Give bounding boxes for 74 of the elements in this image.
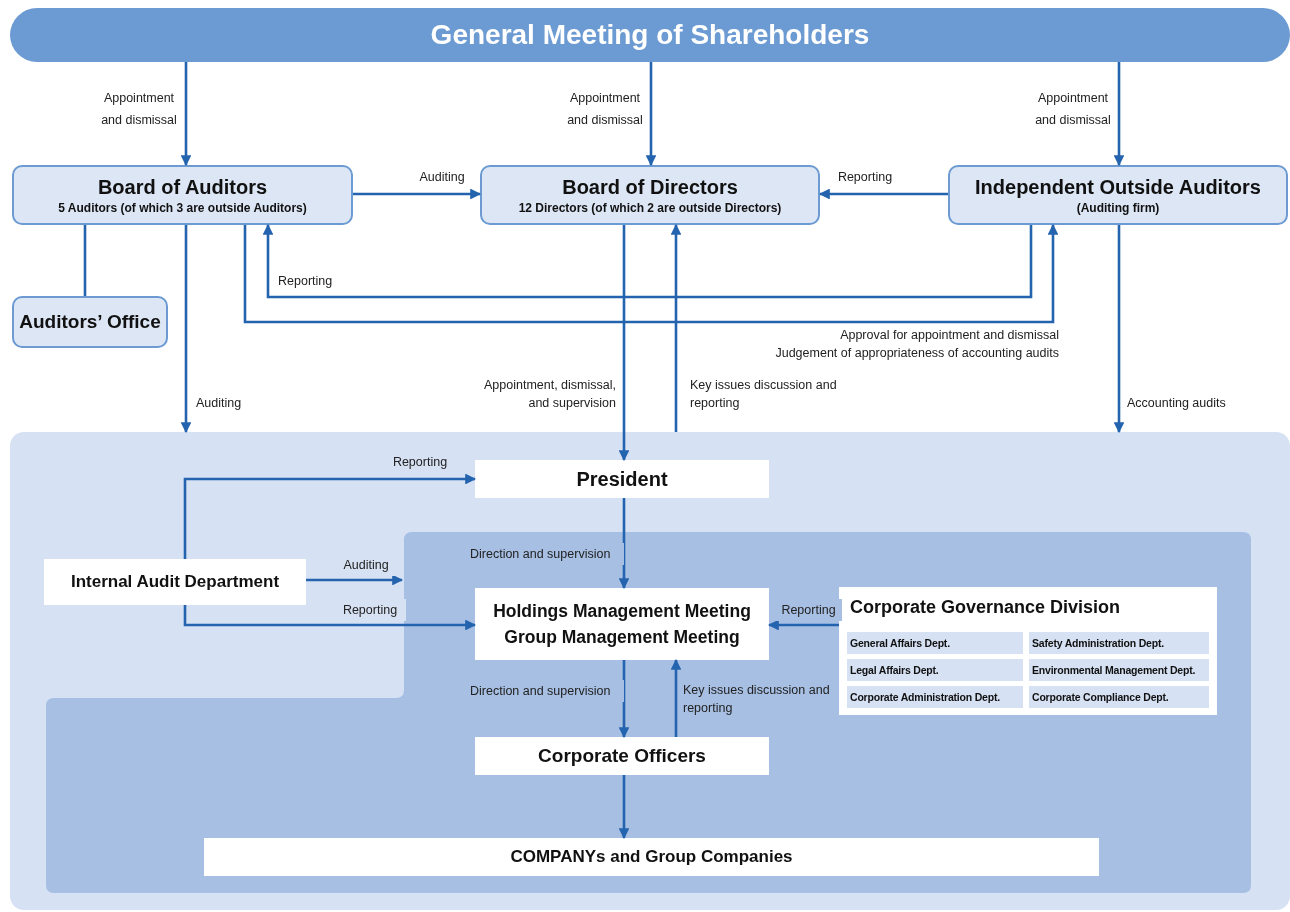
node-title: Corporate Administration Dept. bbox=[850, 691, 1000, 703]
department-tag bbox=[847, 632, 1023, 654]
node-subtitle: (Auditing firm) bbox=[1076, 200, 1160, 215]
edge-label: Auditing bbox=[195, 395, 243, 412]
president-box bbox=[475, 460, 769, 498]
edge-label: Appointment and dismissal bbox=[1034, 90, 1112, 129]
arrow bbox=[183, 473, 477, 559]
node-title: Board of Directors bbox=[562, 175, 738, 199]
node-title: General Meeting of Shareholders bbox=[430, 19, 870, 51]
arrow bbox=[262, 223, 1033, 299]
edge-label: Direction and supervision bbox=[468, 543, 624, 565]
department-box bbox=[44, 559, 306, 605]
node-title: Independent Outside Auditors bbox=[975, 175, 1261, 199]
node-title: Internal Audit Department bbox=[70, 572, 280, 592]
node-title: COMPANYs and Group Companies bbox=[510, 847, 793, 867]
node-title: General Affairs Dept. bbox=[850, 637, 950, 649]
edge-label: Appointment and dismissal bbox=[100, 90, 178, 129]
edge-label: Key issues discussion and reporting bbox=[689, 377, 838, 412]
arrow bbox=[618, 775, 630, 840]
auditor-box bbox=[948, 165, 1288, 225]
arrow bbox=[1113, 225, 1125, 434]
arrow bbox=[183, 605, 477, 631]
node-title: Group Management Meeting bbox=[504, 626, 740, 649]
arrow bbox=[670, 223, 682, 432]
division-box bbox=[839, 587, 1217, 715]
node-title: President bbox=[576, 467, 668, 491]
office-box bbox=[12, 296, 168, 348]
department-tag bbox=[847, 686, 1023, 708]
header-band bbox=[10, 8, 1290, 62]
arrow bbox=[618, 498, 630, 590]
arrow bbox=[306, 574, 404, 586]
node-title: Corporate Officers bbox=[538, 745, 706, 767]
node-title: Auditors’ Office bbox=[19, 311, 161, 333]
node-title: Safety Administration Dept. bbox=[1032, 637, 1164, 649]
department-tag bbox=[847, 659, 1023, 681]
edge-label: Appointment and dismissal bbox=[566, 90, 644, 129]
node-title: Corporate Compliance Dept. bbox=[1032, 691, 1169, 703]
meeting-box bbox=[475, 588, 769, 660]
department-tag bbox=[1029, 659, 1209, 681]
region-background bbox=[10, 432, 1290, 910]
arrow bbox=[645, 62, 657, 167]
arrow bbox=[618, 225, 630, 462]
node-title: Holdings Management Meeting bbox=[493, 600, 751, 623]
arrow bbox=[670, 658, 682, 737]
board-box bbox=[12, 165, 353, 225]
node-title: Legal Affairs Dept. bbox=[850, 664, 939, 676]
node-title: Board of Auditors bbox=[97, 175, 268, 199]
arrow bbox=[818, 188, 948, 200]
node-title: Environmental Management Dept. bbox=[1032, 664, 1196, 676]
edge-label: Appointment, dismissal, and supervision bbox=[483, 377, 617, 412]
edge-label: Auditing bbox=[418, 169, 466, 186]
arrow bbox=[243, 223, 1059, 324]
edge-label: Accounting audits bbox=[1126, 395, 1227, 412]
companies-box bbox=[204, 838, 1099, 876]
connector-line bbox=[83, 225, 87, 296]
node-subtitle: 12 Directors (of which 2 are outside Directors) bbox=[518, 200, 782, 215]
edge-label: Reporting bbox=[775, 599, 842, 621]
arrow bbox=[1113, 62, 1125, 167]
node-title: Corporate Governance Division bbox=[850, 597, 1121, 618]
arrow bbox=[180, 62, 192, 167]
edge-label: Approval for appointment and dismissal bbox=[839, 327, 1060, 344]
arrow bbox=[353, 188, 482, 200]
edge-label: Direction and supervision bbox=[468, 680, 624, 702]
department-tag bbox=[1029, 686, 1209, 708]
arrow bbox=[618, 660, 630, 739]
department-tag bbox=[1029, 632, 1209, 654]
note-text: Judgement of appropriateness of accounting audits bbox=[774, 345, 1060, 362]
edge-label: Reporting bbox=[836, 169, 894, 186]
edge-label: Reporting bbox=[277, 273, 334, 290]
arrow bbox=[767, 619, 839, 631]
node-subtitle: 5 Auditors (of which 3 are outside Auditors) bbox=[58, 200, 307, 215]
board-box bbox=[480, 165, 820, 225]
arrow bbox=[180, 225, 192, 434]
officers-box bbox=[475, 737, 769, 775]
